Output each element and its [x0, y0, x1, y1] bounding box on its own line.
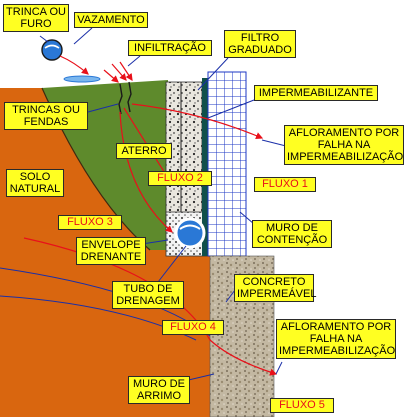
tubo-vazamento [41, 39, 63, 61]
flux-1: FLUXO 1 [254, 177, 316, 192]
label-afloramento-1: AFLORAMENTO POR FALHA NA IMPERMEABILIZAÇ… [284, 125, 404, 165]
leader-trinca-furo [39, 35, 49, 43]
flux-4: FLUXO 4 [162, 320, 224, 335]
label-tubo: TUBO DE DRENAGEM [112, 281, 184, 309]
label-muro-arrimo: MURO DE ARRIMO [128, 376, 190, 404]
leader-tubo [157, 245, 187, 283]
label-filtro: FILTRO GRADUADO [224, 30, 296, 58]
leader-trincas-fendas [87, 103, 119, 113]
impermeabilizante-layer [202, 78, 208, 256]
tubo-vazamento-highlight [44, 44, 60, 49]
label-vazamento: VAZAMENTO [74, 12, 148, 28]
label-trinca-furo: TRINCA OU FURO [3, 4, 69, 32]
label-envelope: ENVELOPE DRENANTE [76, 237, 146, 265]
trinca-2 [127, 81, 132, 113]
flux-2: FLUXO 2 [148, 171, 212, 186]
poca-agua [63, 75, 101, 83]
label-trincas-fendas: TRINCAS OU FENDAS [4, 102, 88, 130]
trinca-1 [118, 83, 123, 115]
flux-3: FLUXO 3 [58, 215, 122, 230]
leader-afloramento-1 [261, 139, 287, 147]
flow-1-line [131, 103, 264, 140]
muro-contencao [207, 71, 247, 257]
leader-muro-contencao [239, 211, 255, 225]
leader-lines [39, 27, 287, 383]
leader-afloramento-2 [275, 361, 283, 375]
label-solo-natural: SOLO NATURAL [6, 169, 64, 197]
leader-filtro [197, 57, 229, 91]
leader-envelope [141, 239, 169, 245]
flow-leak [59, 55, 89, 75]
flow-infil-c [119, 61, 133, 81]
tubo-highlight [179, 224, 201, 230]
filtro-graduado [165, 81, 203, 223]
label-aterro: ATERRO [116, 143, 172, 159]
leader-infiltracao [127, 55, 141, 67]
label-muro-contencao: MURO DE CONTENÇÃO [252, 220, 332, 248]
tubo-drenagem [174, 217, 206, 249]
label-concreto: CONCRETO IMPERMEÁVEL [234, 274, 316, 302]
label-infiltracao: INFILTRAÇÃO [128, 40, 212, 56]
leader-vazamento [73, 27, 93, 45]
label-impermeabilizante: IMPERMEABILIZANTE [254, 85, 378, 101]
label-afloramento-2: AFLORAMENTO POR FALHA NA IMPERMEABILIZAÇ… [276, 319, 396, 359]
leader-impermeabilizante [207, 99, 255, 119]
flow-infil-b [111, 63, 127, 81]
flow-infil-a [103, 69, 119, 83]
flow-3-line [119, 111, 173, 233]
flux-5: FLUXO 5 [270, 398, 334, 413]
